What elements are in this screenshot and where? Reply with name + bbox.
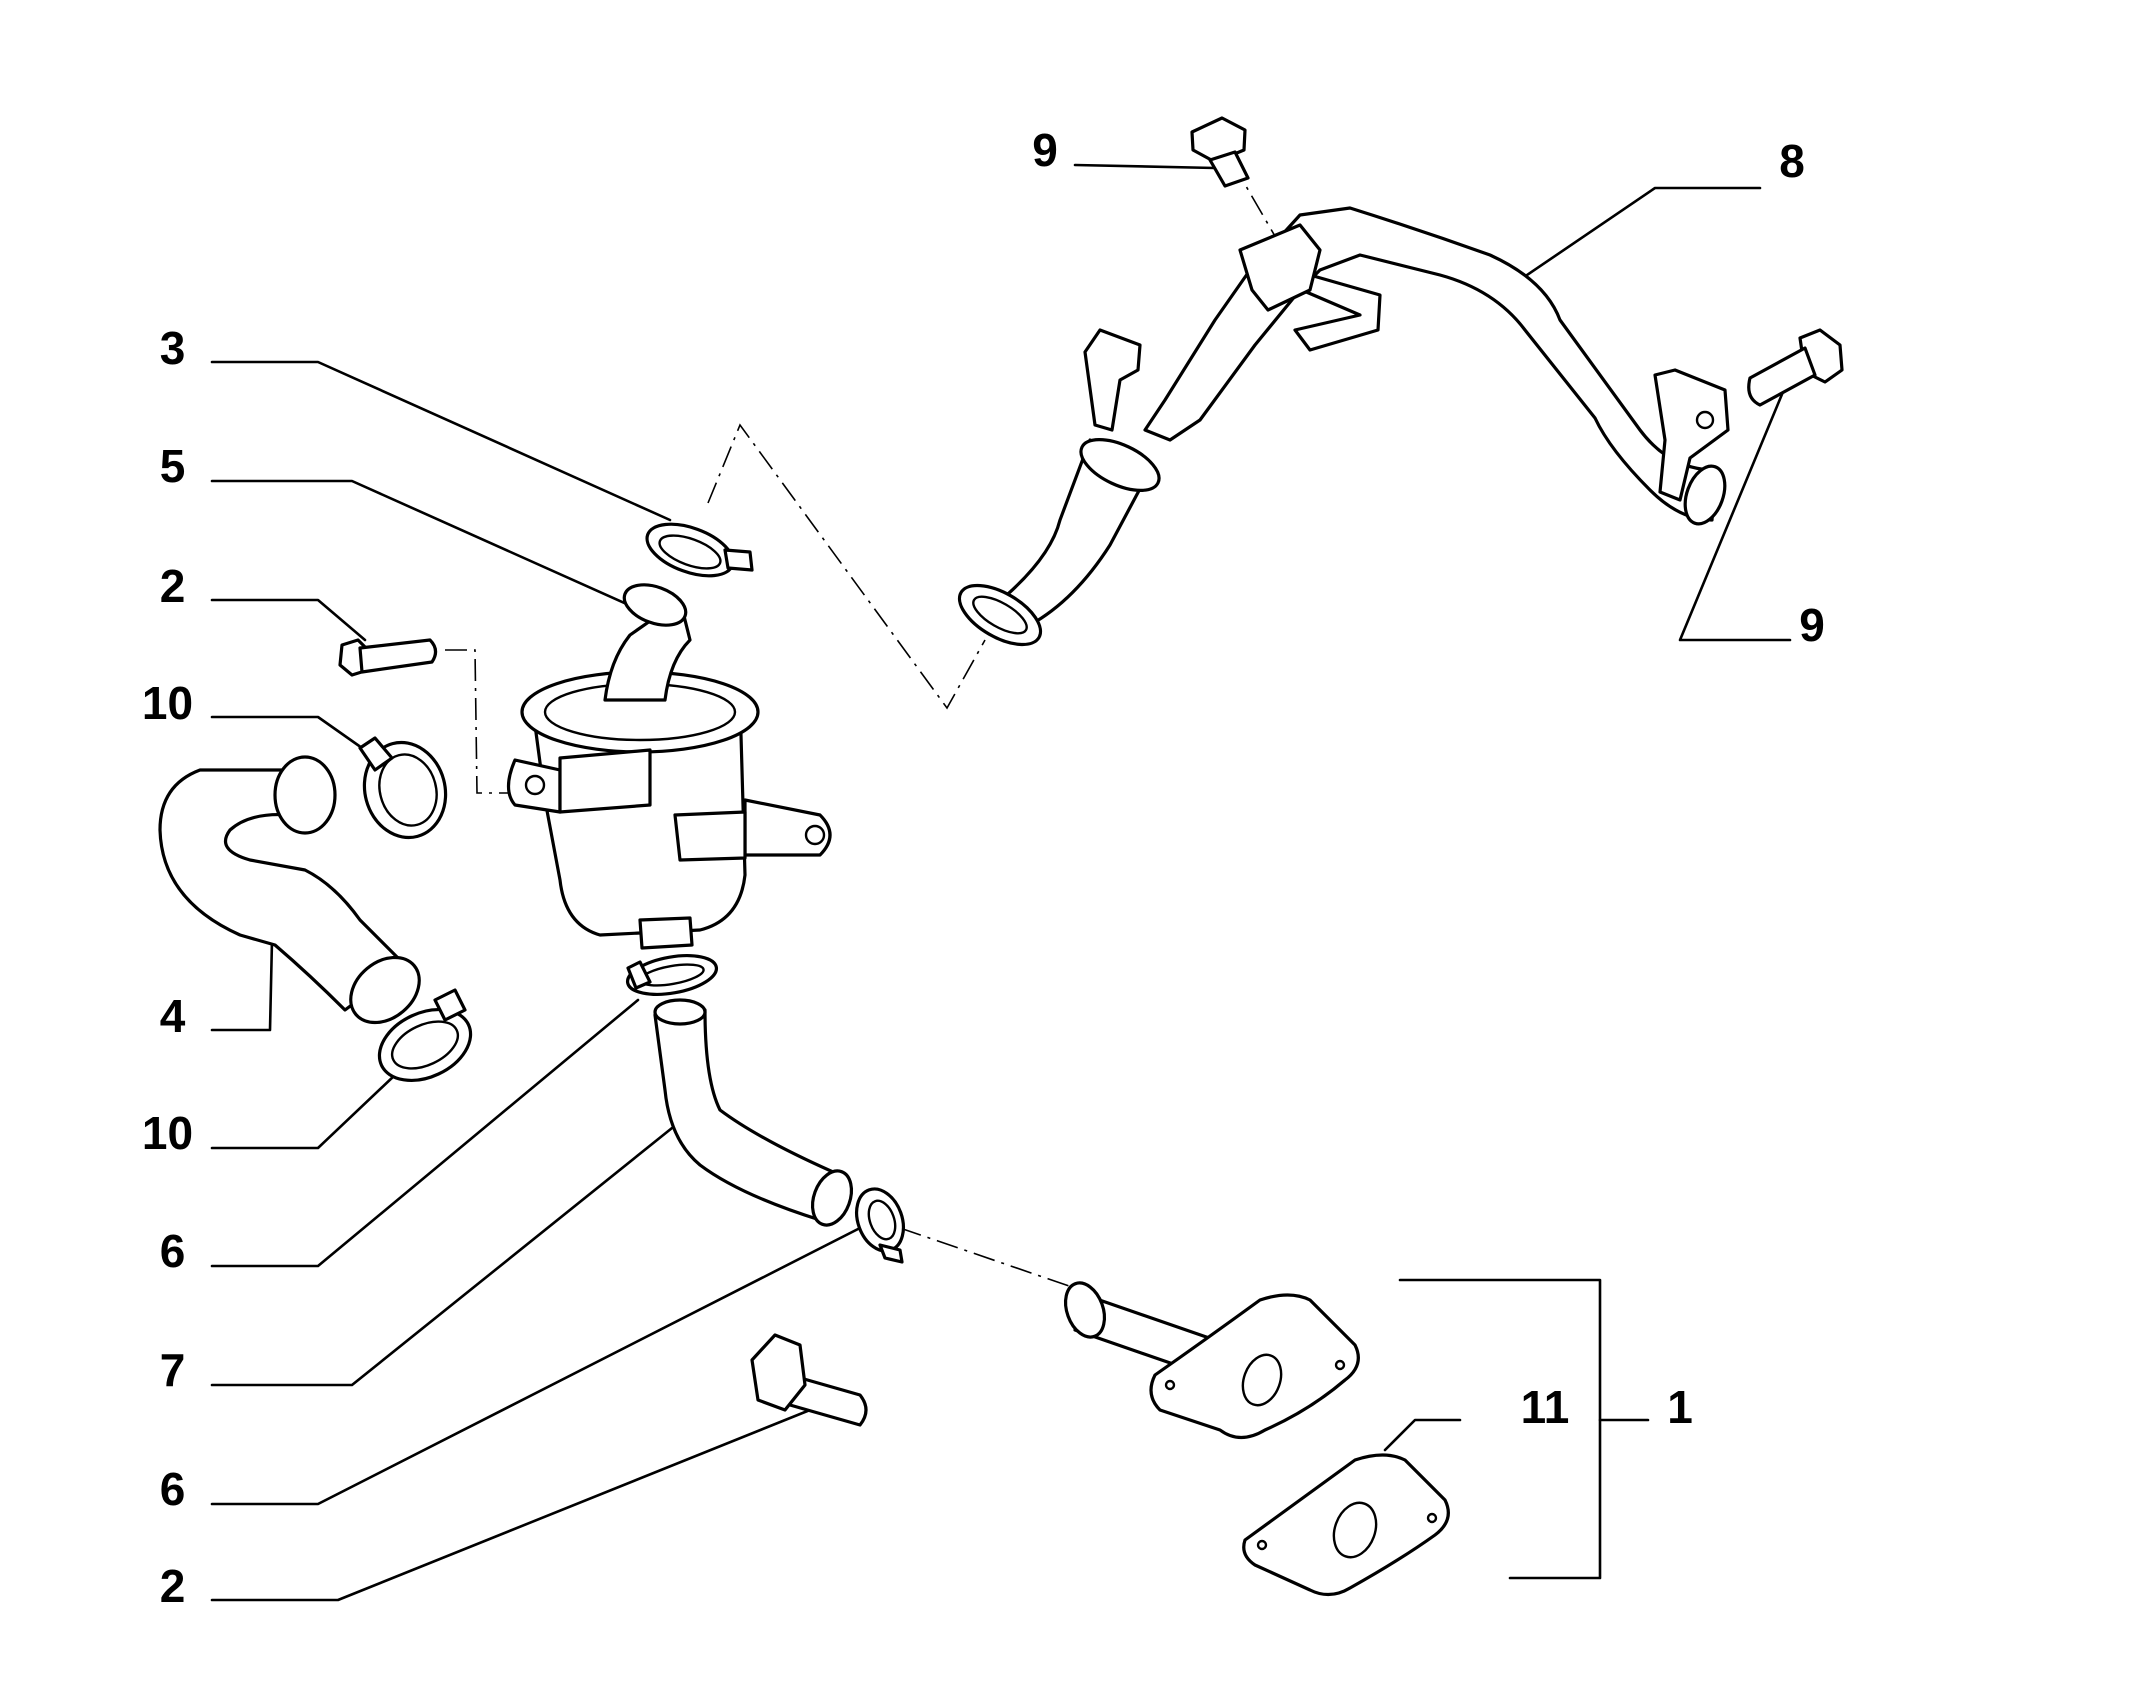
separator-inlet-end: [622, 583, 688, 627]
leader-9-top: [1073, 163, 1217, 170]
pipe-8-collar: [1238, 223, 1322, 312]
clamp-10-bottom-band: [377, 1008, 473, 1082]
gasket-11-hole: [1332, 1501, 1378, 1559]
pipe-8-main: [1143, 206, 1717, 522]
bolt-9-top-head: [1190, 116, 1247, 164]
hose-7-top-end: [653, 998, 707, 1026]
flange-pipe-1-tube-end: [1063, 1281, 1107, 1339]
leader-8: [1503, 186, 1762, 292]
clamp-part-6-top: [625, 954, 719, 996]
flange-pipe-1-bolt-hole-right: [1334, 1359, 1346, 1371]
bolt-part-2-bottom: [750, 1333, 868, 1427]
callout-4: 4: [159, 990, 186, 1042]
separator-bottom-nozzle: [638, 916, 694, 950]
assembly-line-clamp-to-flange: [899, 1227, 1076, 1289]
callout-10-bottom: 10: [141, 1107, 194, 1159]
bolt-2-bottom-shank: [788, 1373, 868, 1427]
clamp-10-bottom-band-inner: [390, 1020, 460, 1070]
callout-6-top: 6: [159, 1225, 186, 1277]
callout-7: 7: [159, 1344, 186, 1396]
callout-5: 5: [159, 440, 186, 492]
gasket-11-bolt-hole-right: [1426, 1512, 1438, 1524]
leader-6-bottom: [210, 1226, 862, 1506]
leader-5: [210, 479, 642, 612]
clamp-10-top-screw: [358, 736, 394, 772]
callout-9-right: 9: [1799, 599, 1825, 651]
pipe-8-bracket-left: [1083, 328, 1142, 432]
clamp-10-top-band-inner: [378, 753, 438, 827]
callout-10-top: 10: [141, 677, 194, 729]
separator-ear-right-hole: [804, 824, 826, 846]
clamp-10-bottom-screw: [433, 988, 467, 1022]
oil-separator-part-5: [506, 583, 832, 950]
callout-3: 3: [159, 322, 186, 374]
bolt-9-top-shank: [1208, 150, 1250, 188]
leader-2-top: [210, 598, 367, 642]
callout-8: 8: [1779, 135, 1805, 187]
clamp-6-bottom-screw: [878, 1243, 904, 1264]
flange-pipe-1-bolt-hole-left: [1164, 1379, 1176, 1391]
flange-pipe-part-1: [1063, 1281, 1360, 1440]
bolt-2-top-shank: [358, 638, 438, 674]
pipe-8-hose-end: [957, 583, 1043, 647]
callout-9-top: 9: [1032, 124, 1058, 176]
callout-2-top: 2: [159, 560, 186, 612]
leader-10-bottom: [210, 1073, 397, 1150]
leader-lines: [210, 163, 1792, 1602]
clamp-3-band-inner: [658, 534, 722, 570]
pipe-8-hose-clamp: [1079, 438, 1161, 492]
assembly-line-bolt-to-separator: [445, 649, 510, 794]
pipe-8-bracket-hole: [1695, 410, 1715, 430]
elbow-hose-4-bottom-end: [349, 955, 421, 1025]
callout-6-bottom: 6: [159, 1463, 186, 1515]
leader-6-top: [210, 998, 640, 1268]
leader-7: [210, 1126, 674, 1387]
elbow-hose-part-4: [158, 755, 421, 1025]
separator-strap-right: [673, 810, 747, 862]
pipe-8-end: [1683, 464, 1727, 526]
callout-11: 11: [1520, 1381, 1570, 1433]
leader-3: [210, 360, 672, 522]
elbow-hose-4-body: [158, 768, 407, 1012]
clamp-3-screw: [723, 548, 754, 572]
clamp-6-top-screw: [626, 960, 652, 990]
separator-ear-left: [506, 758, 562, 814]
gasket-11-bolt-hole-left: [1256, 1539, 1268, 1551]
callout-1: 1: [1667, 1381, 1693, 1433]
flange-pipe-1-plate-hole: [1241, 1353, 1283, 1407]
assembly-line-hose-to-separator: [707, 423, 986, 710]
flange-pipe-1-plate: [1149, 1293, 1360, 1440]
bolt-9-right-shank: [1747, 346, 1817, 407]
hose-7-body: [653, 1008, 842, 1222]
leader-10-top: [210, 715, 374, 757]
bolt-part-9-right: [1747, 328, 1844, 407]
leader-4: [210, 938, 274, 1032]
clamp-part-6-bottom: [855, 1187, 905, 1264]
metal-pipe-part-8: [957, 206, 1730, 647]
leader-1-bracket: [1398, 1278, 1602, 1580]
elbow-hose-4-top-end: [273, 755, 337, 835]
clamp-6-bottom-band-inner: [867, 1199, 897, 1241]
pipe-8-hose-end-inner: [972, 595, 1028, 635]
clamp-part-3: [645, 522, 754, 578]
gasket-part-11: [1242, 1453, 1450, 1597]
hose-7-bottom-end: [810, 1169, 854, 1227]
leader-9-right: [1678, 373, 1792, 642]
separator-ear-left-hole: [524, 774, 546, 796]
clamp-part-10-top: [358, 736, 448, 840]
leader-11: [1383, 1418, 1462, 1452]
bolt-part-2-top: [338, 638, 438, 677]
bolt-part-9-top: [1190, 116, 1250, 188]
gasket-11-plate: [1242, 1453, 1450, 1597]
clamp-part-10-bottom: [377, 988, 473, 1082]
leader-2-bottom: [210, 1408, 812, 1602]
hose-part-7: [653, 998, 854, 1227]
callout-2-bottom: 2: [159, 1560, 186, 1612]
pipe-8-bracket-right: [1653, 368, 1730, 502]
separator-strap-left: [558, 748, 652, 814]
bolt-2-bottom-head: [750, 1333, 807, 1412]
